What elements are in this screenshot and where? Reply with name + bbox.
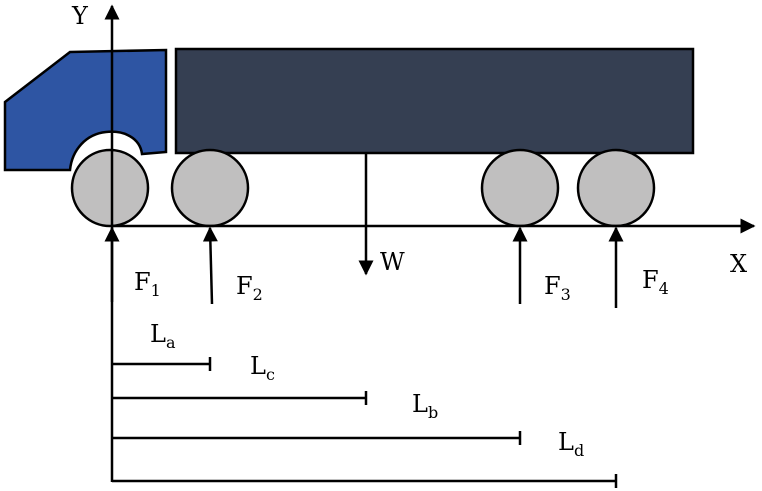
length-label-d: Ld [558,428,584,460]
force-label-4: F4 [642,266,669,298]
force-label-2: F2 [236,272,263,304]
dimension-line-c [112,391,368,405]
x-axis-label: X [730,250,747,278]
length-label-b: Lb [412,390,438,422]
truck-cab [3,48,168,172]
wheel-4 [576,148,656,228]
truck-trailer [174,47,695,155]
y-axis-label: Y [71,2,89,30]
dimension-line-b [112,431,522,445]
length-label-c: Lc [250,352,275,384]
wheel-3 [480,148,560,228]
length-label-a: La [150,320,176,352]
force-arrow-2 [202,226,218,305]
dimension-line-a [112,357,212,371]
force-label-3: F3 [544,272,571,304]
wheel-2 [170,148,250,228]
force-label-1: F1 [134,268,161,300]
wheel-1 [70,148,150,228]
dimension-line-d [112,474,618,488]
weight-label: W [380,248,405,276]
